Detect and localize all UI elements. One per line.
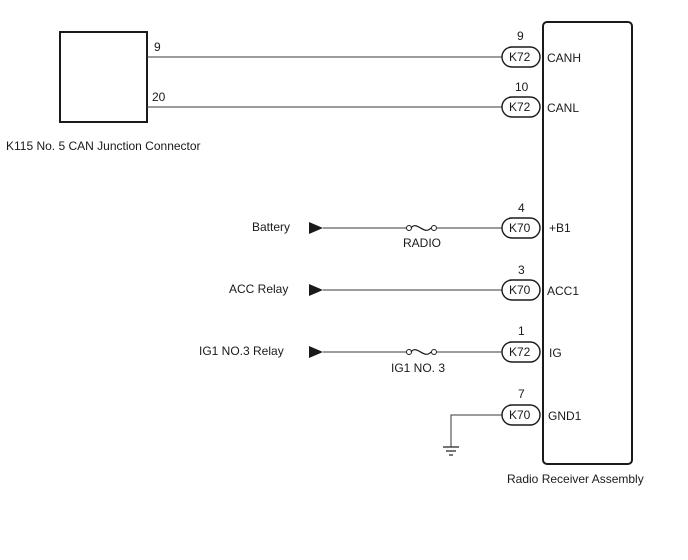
acc1-connector-id: K70: [509, 283, 531, 297]
junction-pin-canh: 9: [154, 40, 161, 54]
junction-connector-label: K115 No. 5 CAN Junction Connector: [6, 139, 201, 153]
circuit-b1: Battery RADIO 4 K70 +B1: [252, 201, 571, 250]
canl-terminal-label: CANL: [547, 101, 579, 115]
ig1-relay-source-label: IG1 NO.3 Relay: [199, 344, 284, 358]
ig1-relay-arrow-icon: [309, 346, 323, 358]
junction-connector-box: [59, 31, 148, 123]
radio-fuse-icon: [410, 225, 432, 231]
junction-pin-canl: 20: [152, 90, 166, 104]
b1-terminal-label: +B1: [549, 221, 571, 235]
radio-fuse-left-terminal: [406, 225, 412, 231]
canh-connector-id: K72: [509, 50, 531, 64]
canl-connector-id: K72: [509, 100, 531, 114]
canl-connector-oval: [501, 96, 541, 118]
battery-source-label: Battery: [252, 220, 290, 234]
radio-receiver-label: Radio Receiver Assembly: [507, 472, 644, 486]
circuit-ig: IG1 NO.3 Relay IG1 NO. 3 1 K72 IG: [199, 324, 562, 375]
ig-connector-id: K72: [509, 345, 531, 359]
ig1-fuse-icon: [410, 349, 432, 355]
acc1-pin-number: 3: [518, 263, 525, 277]
gnd1-wire: [450, 414, 503, 447]
circuit-canh: 9 K72 CANH: [147, 29, 581, 68]
ig-terminal-label: IG: [549, 346, 562, 360]
acc1-terminal-label: ACC1: [547, 284, 579, 298]
canl-pin-number: 10: [515, 80, 529, 94]
ground-icon: [443, 446, 459, 456]
circuit-acc1: ACC Relay 3 K70 ACC1: [229, 263, 579, 301]
canh-connector-oval: [501, 46, 541, 68]
gnd1-connector-id: K70: [509, 408, 531, 422]
radio-fuse-label: RADIO: [403, 236, 441, 250]
circuit-canl: 10 K72 CANL: [147, 80, 579, 118]
battery-arrow-icon: [309, 222, 323, 234]
gnd1-connector-oval: [501, 404, 541, 426]
canh-pin-number: 9: [517, 29, 524, 43]
ig1-fuse-left-terminal: [406, 349, 412, 355]
b1-connector-id: K70: [509, 221, 531, 235]
gnd1-terminal-label: GND1: [548, 409, 582, 423]
b1-connector-oval: [501, 217, 541, 239]
circuit-gnd1: 7 K70 GND1: [443, 387, 582, 456]
acc-relay-source-label: ACC Relay: [229, 282, 288, 296]
canh-terminal-label: CANH: [547, 51, 581, 65]
acc-relay-arrow-icon: [309, 284, 323, 296]
ig-connector-oval: [501, 341, 541, 363]
ig1-fuse-right-terminal: [431, 349, 437, 355]
ig-pin-number: 1: [518, 324, 525, 338]
ig1-fuse-label: IG1 NO. 3: [391, 361, 445, 375]
gnd1-pin-number: 7: [518, 387, 525, 401]
radio-receiver-box: [542, 21, 633, 465]
radio-fuse-right-terminal: [431, 225, 437, 231]
acc1-connector-oval: [501, 279, 541, 301]
b1-pin-number: 4: [518, 201, 525, 215]
